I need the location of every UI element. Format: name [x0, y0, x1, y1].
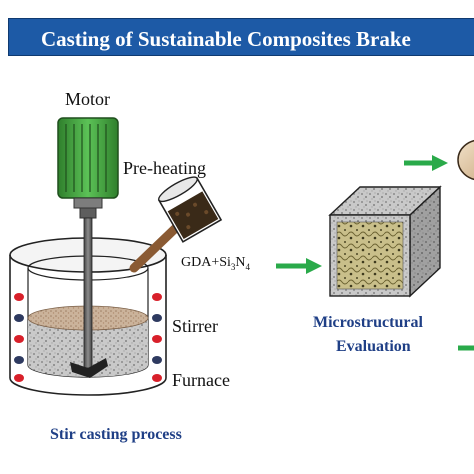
preheating-crucible-icon [129, 176, 223, 273]
additive-sub-1: 3 [230, 261, 236, 272]
microstructural-line-2: Evaluation [336, 338, 411, 355]
additive-label: GDA+Si3N4 [181, 255, 250, 272]
arrow-to-microstructure [276, 258, 322, 274]
preheating-label: Pre-heating [123, 158, 206, 178]
motor-icon [57, 117, 119, 219]
diagram-title: Casting of Sustainable Composites Brake [41, 27, 411, 51]
microstructural-line-1: Microstructural [313, 314, 423, 331]
stirrer-icon [70, 217, 108, 378]
sample-cube-icon [328, 185, 442, 298]
brake-disc-icon [457, 139, 474, 181]
furnace-label: Furnace [172, 370, 230, 390]
additive-sub-2: 4 [245, 261, 251, 272]
stirrer-label: Stirrer [172, 316, 218, 336]
arrow-to-brake [404, 155, 448, 171]
additive-prefix: GDA+Si [181, 255, 231, 270]
title-banner: Casting of Sustainable Composites Brake [8, 18, 474, 56]
additive-mid: N [235, 255, 246, 270]
process-caption: Stir casting process [50, 426, 182, 443]
motor-label: Motor [65, 89, 110, 109]
